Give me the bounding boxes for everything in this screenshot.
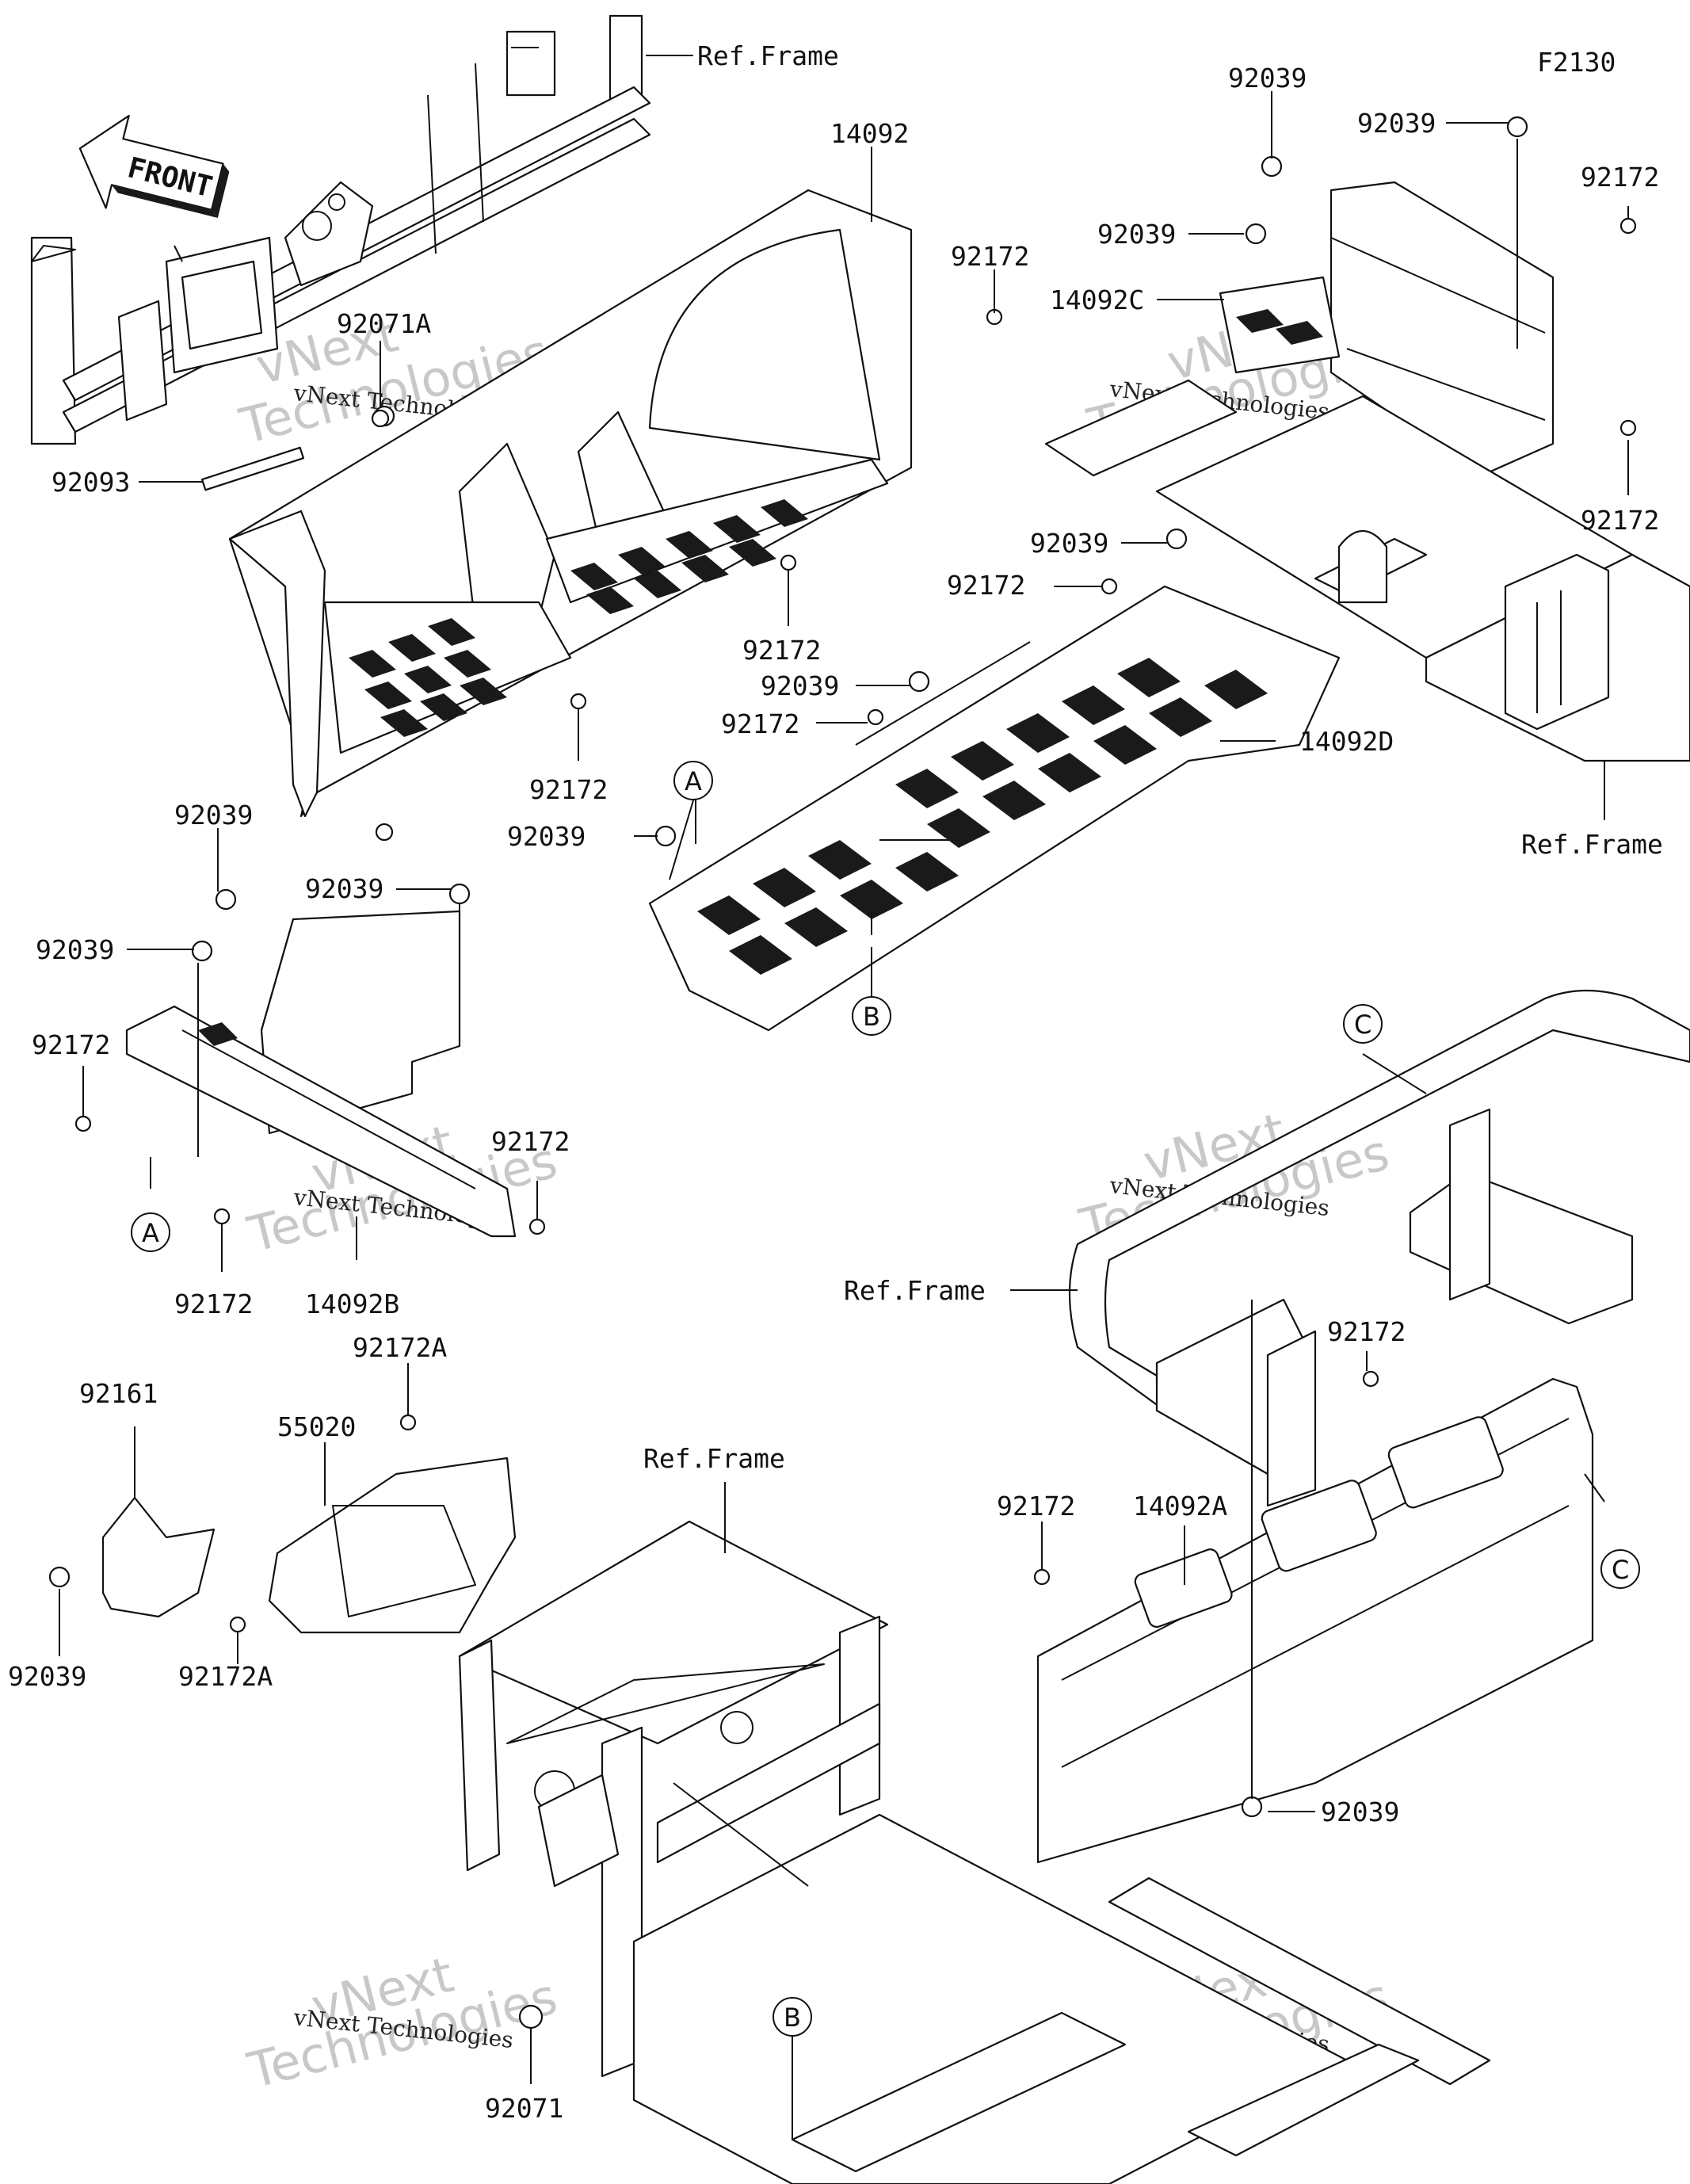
- floor-panel-14092c: [1219, 181, 1555, 477]
- bolt-icon: [74, 1115, 92, 1132]
- label-92039-left2: 92039: [305, 873, 383, 904]
- label-92172-top: 92172: [951, 241, 1029, 272]
- ref-circle-c-right: C: [1600, 1549, 1640, 1589]
- push-rivet-icon: [654, 825, 677, 847]
- label-92172a-top: 92172A: [353, 1332, 447, 1363]
- label-92039-tr1: 92039: [1228, 63, 1307, 94]
- svg-text:A: A: [142, 1218, 159, 1248]
- push-rivet-icon: [1261, 155, 1283, 178]
- bolt-icon: [1619, 217, 1637, 235]
- push-rivet-icon: [1245, 223, 1267, 245]
- bolt-icon: [213, 1208, 231, 1225]
- push-rivet-icon: [1506, 116, 1528, 138]
- push-rivet-icon: [1241, 1796, 1263, 1818]
- main-frame-bottom: [458, 1520, 1491, 2184]
- label-92172-left1: 92172: [32, 1029, 110, 1060]
- push-rivet-icon: [191, 940, 213, 962]
- label-92172-tr1: 92172: [1581, 162, 1659, 193]
- label-92039-left3: 92039: [36, 934, 114, 965]
- label-14092c: 14092C: [1050, 284, 1144, 315]
- label-92172-mid2: 92172: [529, 774, 608, 805]
- figure-code: F2130: [1537, 47, 1616, 78]
- label-92172-right1: 92172: [1327, 1316, 1406, 1347]
- label-92172a-bottom: 92172A: [178, 1661, 273, 1692]
- label-55020: 55020: [277, 1411, 356, 1442]
- bolt-icon: [399, 1414, 417, 1431]
- label-14092d: 14092D: [1299, 726, 1394, 757]
- label-92039-mid1: 92039: [1030, 528, 1108, 559]
- bolt-icon: [570, 693, 587, 710]
- bolt-icon: [1033, 1568, 1051, 1586]
- bolt-icon: [1619, 419, 1637, 437]
- ref-circle-a-top: A: [673, 761, 713, 800]
- panel-92161: [101, 1496, 216, 1618]
- label-92039-mid3: 92039: [507, 821, 586, 852]
- floor-panel-14092: [200, 189, 913, 818]
- label-14092b: 14092B: [305, 1289, 399, 1319]
- push-rivet-icon: [215, 888, 237, 911]
- label-92172-right2: 92172: [997, 1491, 1075, 1522]
- bolt-icon: [528, 1218, 546, 1235]
- label-ref-frame-top-right: Ref.Frame: [1521, 829, 1663, 860]
- panel-55020: [268, 1457, 517, 1634]
- rear-frame-top-left: [30, 14, 651, 445]
- bolt-icon: [518, 2004, 544, 2029]
- label-14092: 14092: [830, 118, 909, 149]
- label-ref-frame-right: Ref.Frame: [844, 1275, 986, 1306]
- label-92172-tr2: 92172: [1581, 505, 1659, 536]
- floor-mat-pattern-14092d: [697, 658, 1268, 975]
- bolt-icon: [375, 823, 394, 842]
- label-92071a: 92071A: [337, 308, 431, 339]
- floor-mat-14092d: [648, 585, 1341, 1032]
- label-92172-mid4: 92172: [721, 708, 799, 739]
- watermark-bottom-left: vNext Technologies vNext Technologies: [242, 1945, 563, 2100]
- label-92172-left2: 92172: [491, 1126, 570, 1157]
- bolt-icon: [780, 554, 797, 571]
- floor-mat-pattern-14092: [349, 499, 808, 737]
- bolt-icon: [1101, 578, 1118, 595]
- part-labels: Ref.Frame 14092 92172 92039 92039 92172 …: [8, 40, 1663, 2124]
- label-92093: 92093: [52, 467, 130, 498]
- label-92039-mid2: 92039: [761, 670, 839, 701]
- ref-circle-b-bottom: B: [773, 1997, 812, 2037]
- push-rivet-icon: [371, 409, 390, 428]
- label-92039-tr3: 92039: [1097, 219, 1176, 250]
- label-92172-left3: 92172: [174, 1289, 253, 1319]
- bolt-icon: [1362, 1370, 1379, 1388]
- label-ref-frame-top-left: Ref.Frame: [697, 40, 839, 71]
- side-panel-14092b: [125, 910, 517, 1238]
- label-92172-mid3: 92172: [947, 570, 1025, 601]
- label-ref-frame-bottom: Ref.Frame: [643, 1443, 785, 1474]
- ref-circle-a-left: A: [131, 1212, 170, 1252]
- fasteners: [48, 116, 1637, 2029]
- rear-frame-top-right: [1044, 379, 1690, 762]
- label-92039-bottom-left: 92039: [8, 1661, 86, 1692]
- svg-text:A: A: [685, 766, 702, 796]
- bed-panel-14092a: [1036, 1377, 1594, 1864]
- front-arrow-icon: FRONT: [78, 114, 230, 218]
- rear-frame-right: [1068, 989, 1690, 1507]
- push-rivet-icon: [448, 883, 471, 905]
- svg-text:B: B: [863, 1002, 880, 1032]
- bolt-icon: [867, 708, 884, 726]
- push-rivet-icon: [1165, 528, 1188, 550]
- push-rivet-icon: [48, 1566, 71, 1588]
- leader-lines: [59, 55, 1629, 2140]
- label-92172-mid1: 92172: [742, 635, 821, 666]
- label-92039-tr2: 92039: [1357, 108, 1436, 139]
- svg-text:C: C: [1354, 1010, 1371, 1040]
- label-92161: 92161: [79, 1378, 158, 1409]
- svg-text:B: B: [784, 2003, 801, 2033]
- bolt-icon: [229, 1616, 246, 1633]
- push-rivet-icon: [908, 670, 930, 693]
- label-92039-left1: 92039: [174, 800, 253, 830]
- ref-circle-c-top: C: [1343, 1004, 1383, 1044]
- svg-text:C: C: [1612, 1555, 1629, 1585]
- ref-circle-b-top: B: [852, 996, 891, 1036]
- label-92039-right: 92039: [1321, 1796, 1399, 1827]
- label-92071: 92071: [485, 2093, 563, 2124]
- label-14092a: 14092A: [1133, 1491, 1227, 1522]
